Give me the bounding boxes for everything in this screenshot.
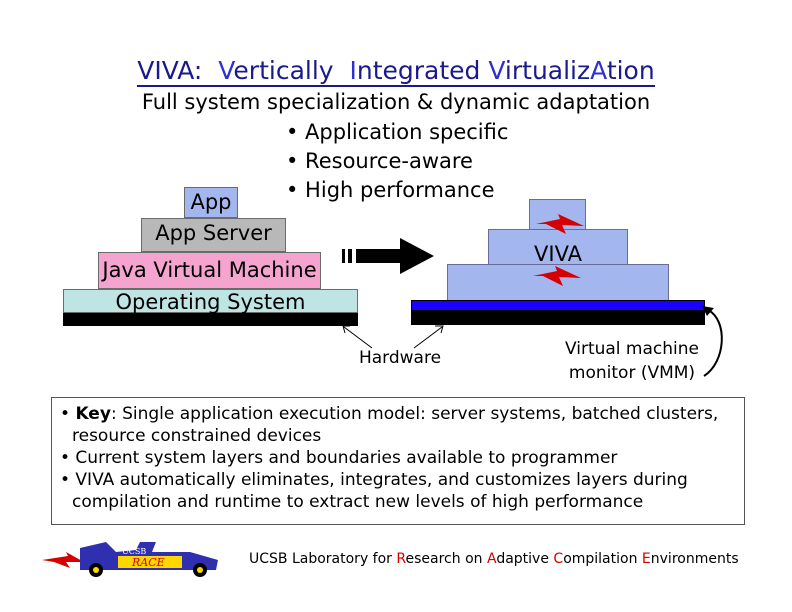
hardware-pointer-arrows [342,325,444,349]
title-seg-highlight: I [349,56,357,85]
viva-label: VIVA [534,242,582,266]
key-box: • Key: Single application execution mode… [51,397,745,525]
key-item-cont: compilation and runtime to extract new l… [72,492,644,512]
footer-seg-red: R [396,551,406,567]
layer-app-server: App Server [141,218,286,252]
viva-tier-middle [488,229,628,265]
hardware-bar-left [63,313,358,326]
slide-title: VIVA: Vertically Integrated VirtualizAti… [0,56,792,87]
bullet-item: • High performance [286,178,495,202]
logo-text: RACE [131,556,165,569]
footer-seg: esearch on [405,551,487,567]
footer-seg: daptive [496,551,554,567]
layer-jvm-label: Java Virtual Machine [102,258,317,282]
key-item: • Key: Single application execution mode… [60,404,719,424]
footer-seg-red: C [553,551,564,567]
footer-seg: ompilation [563,551,642,567]
layer-os-label: Operating System [115,290,306,314]
vmm-label-line2: monitor (VMM) [568,363,696,383]
footer-seg: UCSB Laboratory for [249,551,397,567]
key-text: : Single application execution model: se… [110,404,719,424]
logo-small-text: UCSB [122,547,146,556]
key-item: • Current system layers and boundaries a… [60,448,618,468]
vmm-bar [411,300,705,311]
key-bold: Key [75,404,111,424]
title-seg-highlight: V [218,56,234,85]
title-seg: ntegrated [356,56,489,85]
footer-lab-name: UCSB Laboratory for Research on Adaptive… [249,551,739,567]
footer-seg: nvironments [650,551,739,567]
key-item: • VIVA automatically eliminates, integra… [60,470,688,490]
title-seg: irtualiz [504,56,591,85]
layer-app-label: App [190,190,232,214]
double-arrow-icon [342,238,434,274]
lightning-bolt-icon [536,214,584,234]
bullet-list: • Application specific • Resource-aware … [286,118,508,205]
bullet-item: • Resource-aware [286,149,473,173]
bullet-item: • Application specific [286,120,509,144]
layer-app-server-label: App Server [155,221,272,245]
hardware-bar-right [411,311,705,325]
title-seg-highlight: A [590,56,607,85]
title-seg: ertically [233,56,350,85]
footer-seg-red: E [641,551,651,567]
title-text: VIVA: Vertically Integrated VirtualizAti… [137,56,655,87]
layer-os: Operating System [63,289,358,313]
hardware-label: Hardware [358,348,442,368]
title-seg: tion [606,56,655,85]
lightning-bolt-icon [533,266,581,286]
curved-arrow-icon [702,306,723,377]
title-seg: VIVA: [137,56,219,85]
layer-jvm: Java Virtual Machine [98,252,321,289]
title-seg-highlight: V [488,56,505,85]
subtitle: Full system specialization & dynamic ada… [141,90,651,114]
race-car-logo: UCSB RACE [42,542,218,577]
vmm-label-line1: Virtual machine [564,339,699,359]
layer-app: App [184,187,238,218]
key-item-cont: resource constrained devices [72,426,322,446]
footer-seg-red: A [486,551,497,567]
